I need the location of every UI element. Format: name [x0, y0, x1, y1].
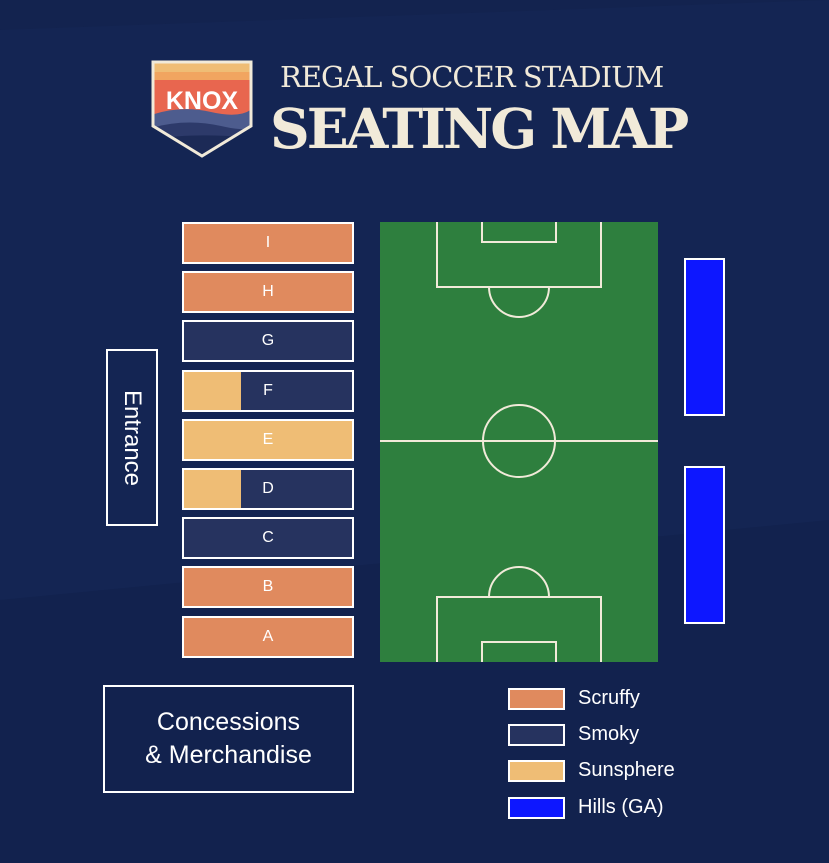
top-penalty-arc — [488, 286, 550, 318]
section-i[interactable]: I — [182, 222, 354, 264]
legend-swatch-sunsphere — [508, 760, 565, 782]
concessions-line2: & Merchandise — [145, 741, 312, 769]
section-label: C — [262, 529, 274, 546]
page-title: SEATING MAP — [270, 96, 689, 161]
hills-ga-upper[interactable] — [684, 258, 725, 416]
section-f-sunsphere-part — [184, 372, 242, 410]
entrance[interactable]: Entrance — [106, 349, 158, 526]
legend-swatch-hills — [508, 797, 565, 819]
legend-label-smoky: Smoky — [578, 723, 640, 745]
hills-ga-lower[interactable] — [684, 466, 725, 624]
top-penalty-box — [436, 222, 602, 288]
legend-swatch-smoky — [508, 724, 565, 746]
section-d-sunsphere-part — [184, 470, 242, 508]
section-label: G — [261, 332, 275, 349]
section-b[interactable]: B — [182, 566, 354, 608]
section-label: F — [263, 382, 273, 399]
stadium-name: REGAL SOCCER STADIUM — [280, 60, 664, 94]
section-d[interactable]: D — [182, 468, 354, 510]
section-c[interactable]: C — [182, 517, 354, 559]
concessions-merchandise[interactable]: Concessions & Merchandise — [103, 685, 354, 793]
legend-item-hills: Hills (GA) — [508, 796, 708, 819]
legend-item-sunsphere: Sunsphere — [508, 759, 708, 782]
knox-logo: KNOX — [151, 60, 253, 158]
section-label: B — [262, 578, 274, 595]
top-goal-box — [481, 222, 557, 243]
section-label: I — [265, 234, 271, 251]
section-label: H — [262, 283, 274, 300]
bottom-penalty-box — [436, 596, 602, 662]
section-f[interactable]: F — [182, 370, 354, 412]
bottom-goal-box — [481, 641, 557, 662]
legend-item-scruffy: Scruffy — [508, 687, 708, 710]
logo-text: KNOX — [166, 87, 239, 115]
section-e[interactable]: E — [182, 419, 354, 461]
entrance-label: Entrance — [119, 389, 146, 486]
soccer-field — [380, 222, 658, 662]
bottom-penalty-arc — [488, 566, 550, 598]
legend-label-hills: Hills (GA) — [578, 796, 664, 818]
section-label: A — [262, 628, 274, 645]
legend-item-smoky: Smoky — [508, 723, 708, 746]
concessions-line1: Concessions — [156, 708, 301, 736]
section-h[interactable]: H — [182, 271, 354, 313]
center-circle — [482, 404, 556, 478]
section-a[interactable]: A — [182, 616, 354, 658]
section-label: E — [262, 431, 274, 448]
section-label: D — [262, 480, 274, 497]
section-g[interactable]: G — [182, 320, 354, 362]
legend-label-scruffy: Scruffy — [578, 687, 640, 709]
legend-swatch-scruffy — [508, 688, 565, 710]
legend-label-sunsphere: Sunsphere — [578, 759, 675, 781]
